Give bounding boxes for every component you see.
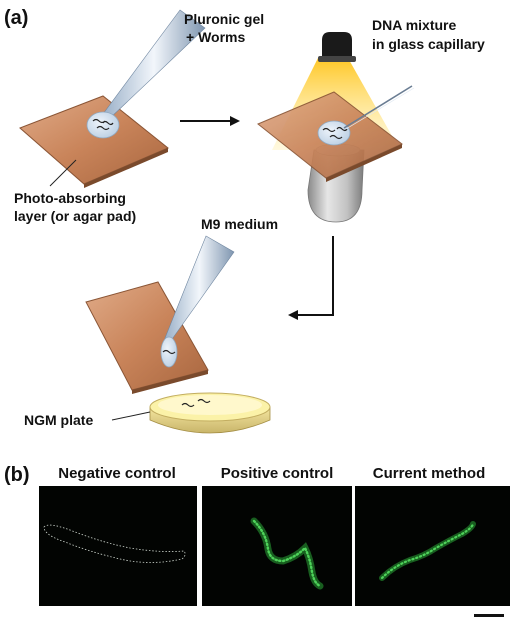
plate-worm-1 <box>181 402 195 408</box>
plate-label-pointer <box>111 411 151 421</box>
step2-group: DNA mixture in glass capillary <box>257 17 485 223</box>
panel-a-label: (a) <box>4 7 28 29</box>
column-label-negative: Negative control <box>58 465 176 482</box>
m9-worm <box>162 349 176 355</box>
column-label-current: Current method <box>373 465 486 482</box>
image-current-method <box>355 486 510 606</box>
arrow-1-to-2 <box>180 116 240 126</box>
slide-label-line1: Photo-absorbing <box>14 190 126 206</box>
current-worm <box>379 521 476 581</box>
capillary-label-line1: DNA mixture <box>372 17 456 33</box>
image-negative-control <box>39 486 197 606</box>
stage-worm-2 <box>329 134 343 140</box>
pipette-label-line1: Pluronic gel <box>184 11 264 27</box>
slide-label-pointer <box>49 159 77 187</box>
scale-bar <box>474 614 504 617</box>
stage-slide-edge <box>326 144 402 182</box>
ngm-plate-agar <box>158 395 262 415</box>
pipette-label-line2: + Worms <box>186 29 245 45</box>
stage-worm-3 <box>336 126 348 132</box>
capillary-label-line2: in glass capillary <box>372 36 485 52</box>
step1-group: Pluronic gel + Worms Photo-absorbing lay… <box>14 9 264 224</box>
worm-2 <box>96 125 110 131</box>
step3-group: M9 medium NGM plate <box>24 216 278 434</box>
glass-capillary <box>343 85 413 129</box>
recovery-slide-edge <box>132 370 208 394</box>
light-source-rim <box>318 56 356 62</box>
negative-worm-outline <box>43 524 186 563</box>
slide-label-line2: layer (or agar pad) <box>14 208 136 224</box>
gel-droplet <box>86 111 120 139</box>
m9-pipette-tip <box>164 235 235 343</box>
worm-3 <box>102 120 114 126</box>
light-source-housing <box>322 32 352 58</box>
stage-droplet <box>317 120 351 146</box>
plate-worm-2 <box>197 398 211 404</box>
slide-edge <box>84 148 168 188</box>
stage-worm-1 <box>322 127 336 133</box>
m9-label: M9 medium <box>201 216 278 232</box>
column-label-positive: Positive control <box>221 465 334 482</box>
plate-label: NGM plate <box>24 412 93 428</box>
panel-b-label: (b) <box>4 464 30 486</box>
image-positive-control <box>202 486 352 606</box>
arrow-2-to-3 <box>288 236 334 320</box>
photo-absorbing-slide <box>19 95 169 185</box>
positive-worm <box>250 517 324 590</box>
glass-capillary-shine <box>345 87 415 130</box>
